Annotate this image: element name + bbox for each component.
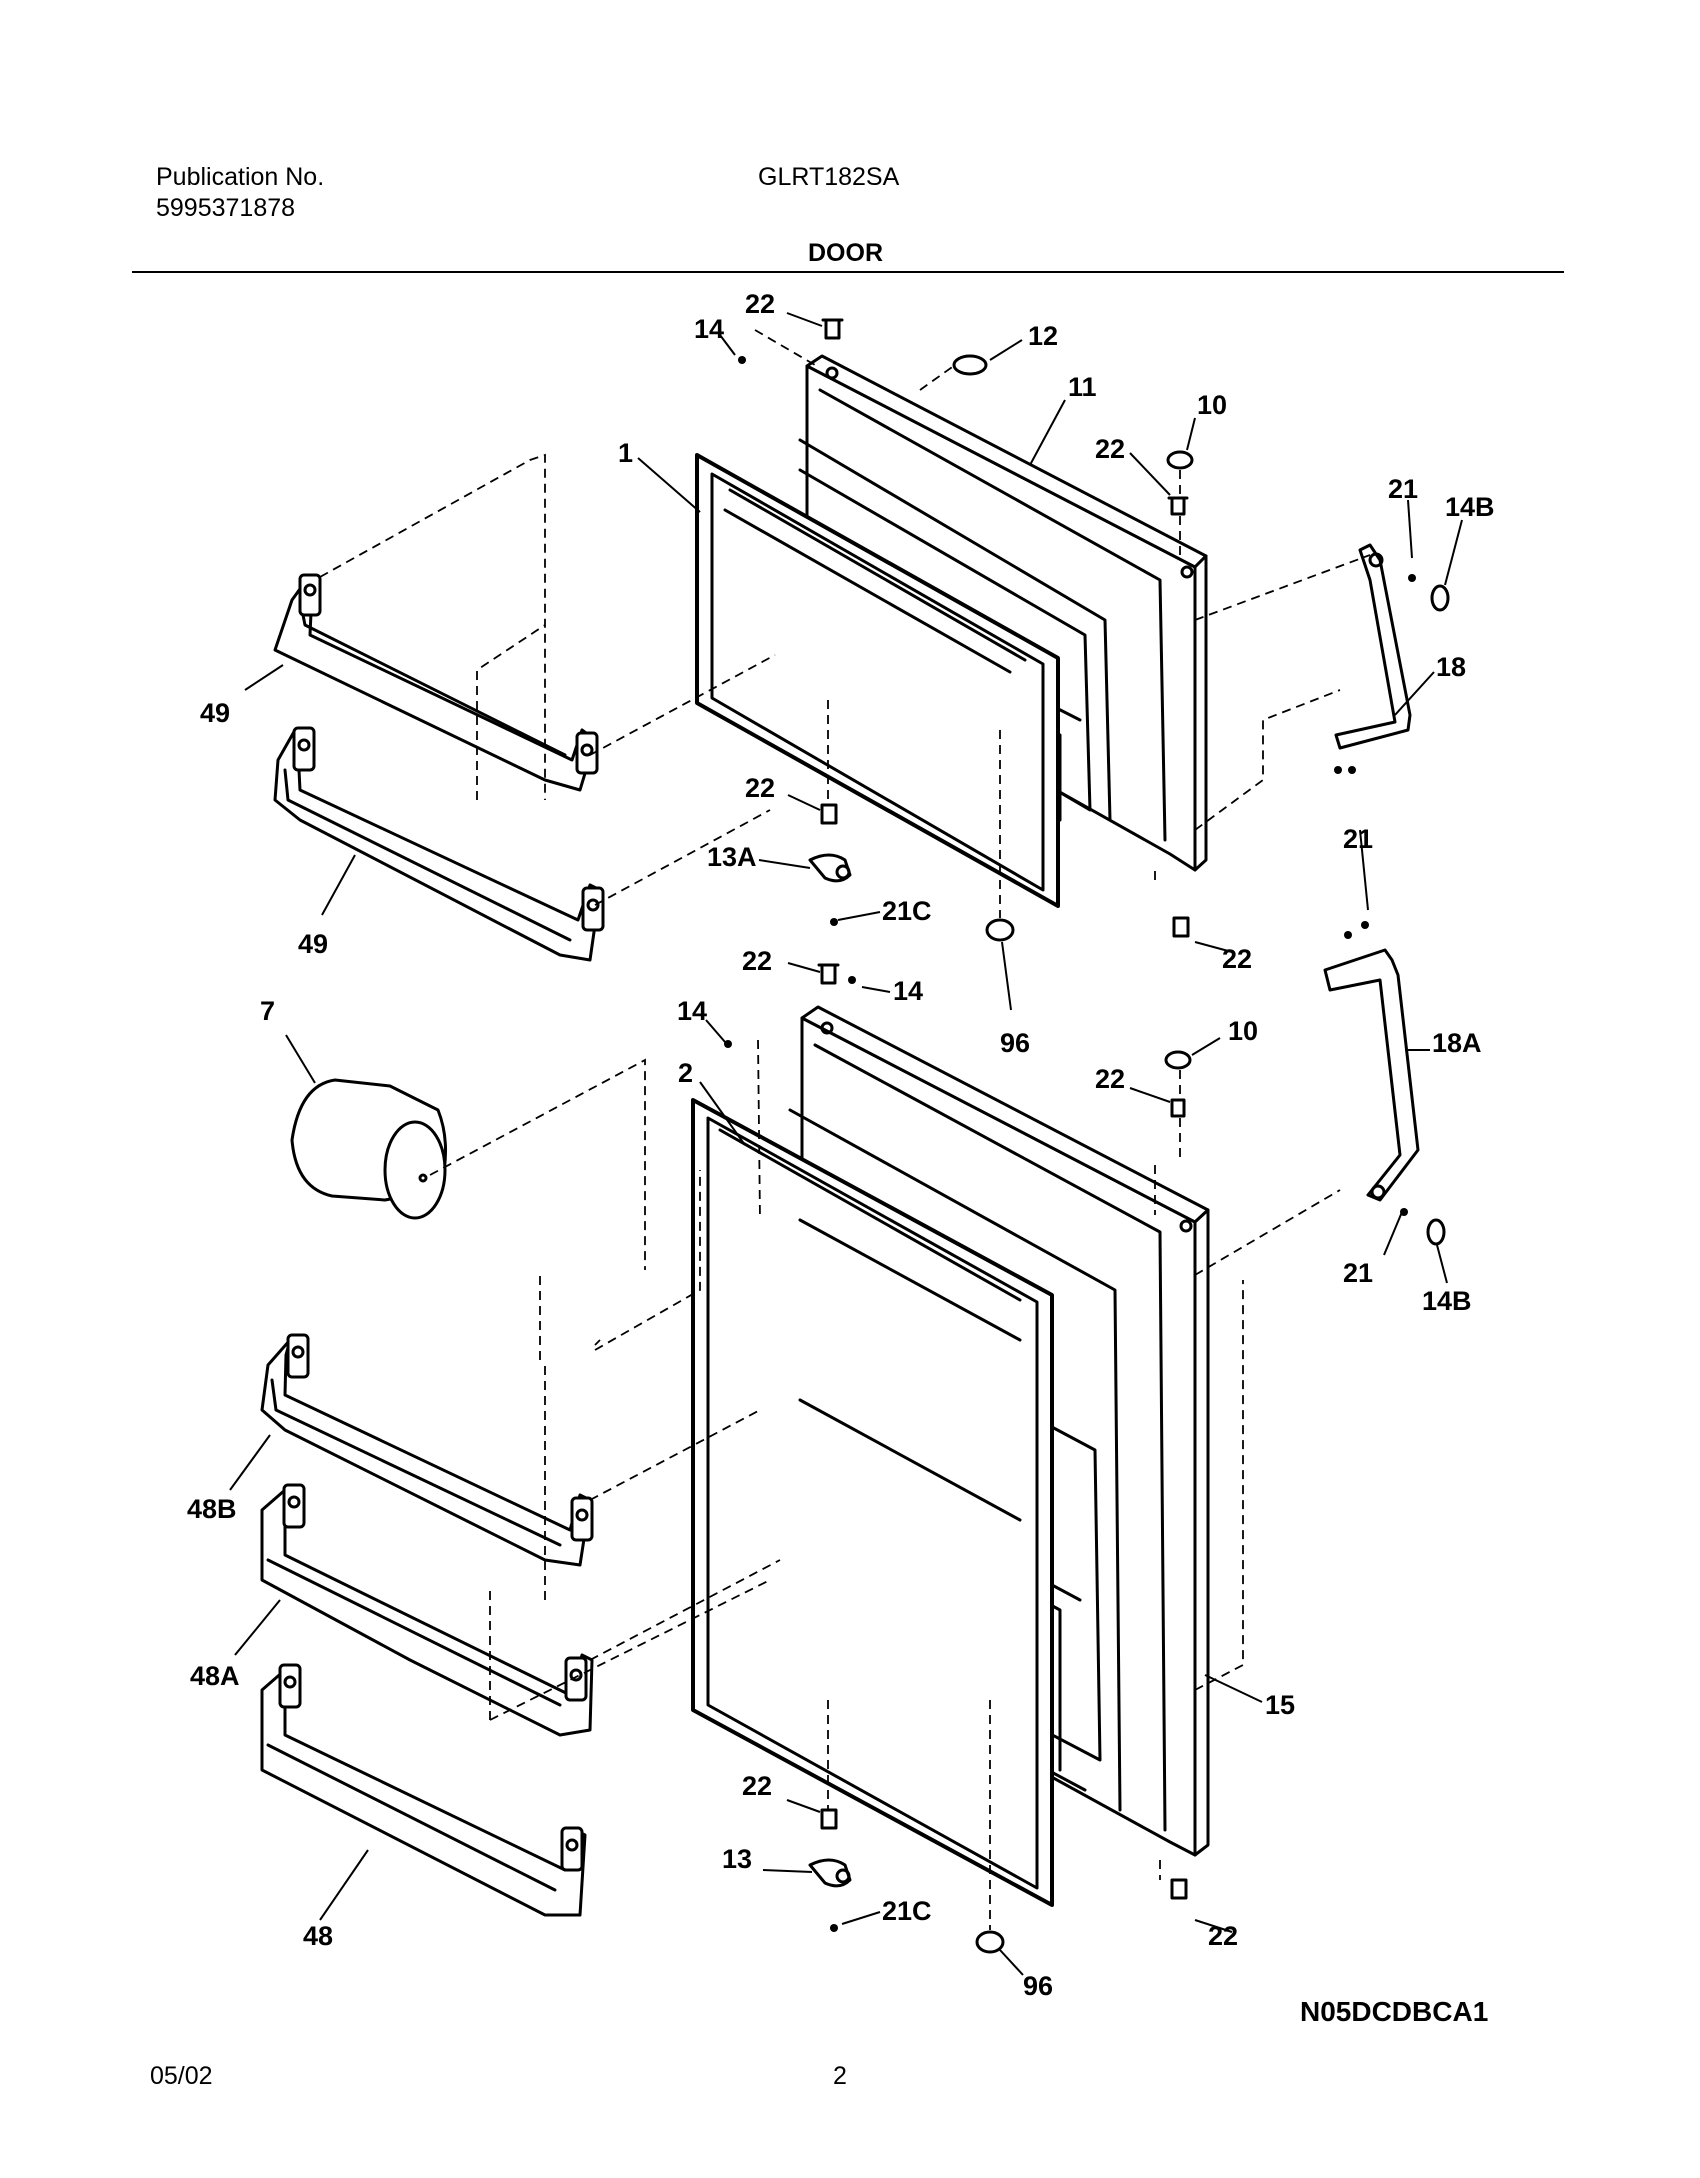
page-number: 2 <box>833 2062 847 2090</box>
assembly-lines <box>319 329 1371 1930</box>
callout-14-lower-right: 14 <box>893 976 923 1006</box>
lower-cam-bracket <box>808 1858 852 1888</box>
publication-number: 5995371878 <box>156 194 296 222</box>
lower-bottom-screw <box>820 1808 838 1830</box>
callout-10-lower: 10 <box>1228 1016 1258 1046</box>
callout-96-bottom: 96 <box>1023 1971 1053 2001</box>
upper-door-stop <box>952 354 988 376</box>
callout-48b: 48B <box>187 1494 237 1524</box>
freezer-door-gasket <box>695 453 1060 908</box>
leader-lines <box>229 312 1463 1976</box>
callout-22-bottom-right: 22 <box>1208 1921 1238 1951</box>
model-number: GLRT182SA <box>758 163 900 191</box>
upper-center-hinge-bracket <box>1334 543 1412 750</box>
callout-14-lower-left: 14 <box>677 996 707 1026</box>
callout-12: 12 <box>1028 321 1058 351</box>
callout-22-lower-top: 22 <box>742 946 772 976</box>
callout-1: 1 <box>618 438 633 468</box>
lower-spacer-96 <box>975 1930 1005 1954</box>
callout-21c-bottom: 21C <box>882 1896 932 1926</box>
callout-21-mid: 21 <box>1343 824 1373 854</box>
lower-side-screw <box>1170 1098 1186 1118</box>
callout-22-bottom-left: 22 <box>742 1771 772 1801</box>
upper-plug <box>1166 450 1194 470</box>
callout-21-top: 21 <box>1388 474 1418 504</box>
upper-lower-hinge-screw <box>1172 916 1190 938</box>
section-title: DOOR <box>808 239 883 267</box>
door-shelf-48b <box>260 1333 594 1567</box>
callout-14b-top: 14B <box>1445 492 1495 522</box>
upper-bottom-hinge-screw <box>820 803 838 825</box>
fresh-food-door-gasket <box>691 1098 1054 1907</box>
lower-hinge-washer <box>1426 1218 1446 1246</box>
lower-center-hinge-bracket <box>1323 948 1420 1202</box>
callout-49-top: 49 <box>200 698 230 728</box>
callout-10-top: 10 <box>1197 390 1227 420</box>
lower-hinge-bottom-screw <box>1170 1878 1188 1900</box>
upper-hinge-washer <box>1430 584 1450 612</box>
small-fasteners <box>724 356 1416 1932</box>
upper-hinge-screw <box>821 318 844 340</box>
callout-48: 48 <box>303 1921 333 1951</box>
callout-22-plug-top: 22 <box>1095 434 1125 464</box>
callout-2: 2 <box>678 1058 693 1088</box>
lower-plug <box>1164 1050 1192 1070</box>
callout-13: 13 <box>722 1844 752 1874</box>
callout-11: 11 <box>1068 372 1097 402</box>
callout-14-top: 14 <box>694 314 724 344</box>
callout-15: 15 <box>1265 1690 1295 1720</box>
callout-22-top: 22 <box>745 289 775 319</box>
door-shelf-48 <box>260 1663 587 1917</box>
dairy-compartment <box>290 1078 447 1220</box>
callout-96-top: 96 <box>1000 1028 1030 1058</box>
callout-18: 18 <box>1436 652 1466 682</box>
callout-7: 7 <box>260 996 275 1026</box>
freezer-door-shelf-upper <box>273 573 599 792</box>
callout-14b-lower: 14B <box>1422 1286 1472 1316</box>
upper-spacer-96 <box>985 918 1015 942</box>
callout-22-mid-left: 22 <box>745 773 775 803</box>
footer-date: 05/02 <box>150 2062 213 2090</box>
callout-21-lower: 21 <box>1343 1258 1373 1288</box>
lower-top-screw <box>817 963 840 985</box>
callout-22-plug-lower: 22 <box>1095 1064 1125 1094</box>
door-shelf-48a <box>260 1483 594 1737</box>
header-rule <box>132 271 1564 273</box>
callout-18a: 18A <box>1432 1028 1482 1058</box>
diagram-code: N05DCDBCA1 <box>1300 1996 1489 2027</box>
callout-13a: 13A <box>707 842 757 872</box>
publication-label: Publication No. <box>156 163 325 191</box>
upper-cam-bracket <box>808 853 852 883</box>
callout-49-bottom: 49 <box>298 929 328 959</box>
callout-48a: 48A <box>190 1661 240 1691</box>
callout-22-mid-right: 22 <box>1222 944 1252 974</box>
upper-side-screw <box>1167 496 1189 516</box>
callout-21c-top: 21C <box>882 896 932 926</box>
freezer-door-shelf-lower <box>273 726 605 962</box>
